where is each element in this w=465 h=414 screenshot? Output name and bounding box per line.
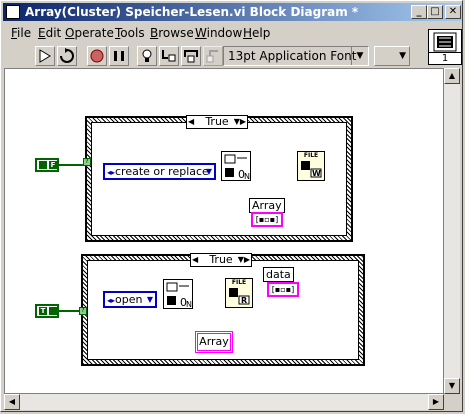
labview-app-icon bbox=[6, 5, 20, 19]
bool-constant-true-text: T bbox=[39, 307, 47, 315]
decrement-arrow-icon[interactable]: ◀ bbox=[192, 255, 199, 264]
bool-constant-true[interactable]: T bbox=[35, 304, 59, 318]
array-label-1: Array bbox=[249, 198, 285, 213]
context-help-number: 1 bbox=[429, 52, 461, 64]
vertical-scrollbar[interactable]: ▲ ▼ bbox=[444, 68, 460, 394]
enum-icon: ◂▸ bbox=[107, 296, 116, 305]
block-diagram-canvas[interactable]: F T ◀ True ▼▶ ? ◂▸ create or replace ▼ 0… bbox=[4, 68, 444, 394]
data-label: data bbox=[263, 267, 294, 282]
cluster-icon: ▪▫▪ bbox=[274, 285, 292, 294]
run-arrow-icon[interactable] bbox=[35, 46, 55, 66]
read-file-node[interactable]: FILE R bbox=[225, 278, 253, 308]
open-mode-enum-2[interactable]: ◂▸ open ▼ bbox=[103, 291, 157, 308]
menu-file[interactable]: File bbox=[11, 26, 32, 40]
minimize-button[interactable]: _ bbox=[411, 5, 427, 19]
pause-icon[interactable] bbox=[109, 46, 129, 66]
bool-constant-false-text: F bbox=[49, 161, 57, 169]
step-out-icon[interactable] bbox=[203, 46, 223, 66]
open-mode-enum-1[interactable]: ◂▸ create or replace ▼ bbox=[103, 163, 216, 180]
cluster-icon: ▪▫▪ bbox=[258, 215, 276, 224]
case-structure-2[interactable] bbox=[81, 254, 365, 366]
menu-operate[interactable]: Operate bbox=[65, 26, 114, 40]
data-indicator[interactable]: [▪▫▪] bbox=[267, 282, 299, 297]
node-r-letter: R bbox=[241, 296, 247, 305]
chevron-down-icon: ▼ bbox=[351, 47, 368, 65]
case-selector-2[interactable]: ◀ True ▼▶ bbox=[190, 253, 252, 267]
chevron-down-icon: ▼ bbox=[205, 167, 212, 176]
write-file-node[interactable]: FILE W bbox=[297, 151, 325, 181]
scroll-up-icon[interactable]: ▲ bbox=[444, 68, 460, 84]
open-mode-enum-2-value: open bbox=[115, 293, 143, 306]
node-n-letter: N bbox=[244, 172, 250, 180]
case-selector-2-label: True bbox=[209, 253, 233, 266]
file-label: FILE bbox=[231, 279, 247, 286]
abort-icon[interactable] bbox=[87, 46, 107, 66]
title-bar[interactable]: Array(Cluster) Speicher-Lesen.vi Block D… bbox=[3, 3, 462, 21]
array-control-1[interactable]: [▪▫▪] bbox=[251, 212, 283, 227]
font-select-value: 13pt Application Font bbox=[228, 49, 357, 63]
menu-window[interactable]: Window bbox=[195, 26, 243, 40]
bool-constant-false-box bbox=[39, 161, 47, 169]
highlight-execution-icon[interactable] bbox=[137, 46, 157, 66]
toolbar bbox=[3, 43, 423, 69]
bool-constant-true-box bbox=[49, 307, 57, 315]
font-select[interactable]: 13pt Application Font ▼ bbox=[223, 46, 369, 66]
step-over-icon[interactable] bbox=[181, 46, 201, 66]
menu-help[interactable]: Help bbox=[243, 26, 271, 40]
vi-icon bbox=[433, 32, 457, 52]
enum-icon: ◂▸ bbox=[107, 168, 116, 177]
write-file-icon: W bbox=[301, 161, 322, 178]
window-title: Array(Cluster) Speicher-Lesen.vi Block D… bbox=[25, 5, 359, 19]
file-label: FILE bbox=[303, 152, 319, 159]
decrement-arrow-icon[interactable]: ◀ bbox=[188, 117, 195, 126]
chevron-down-icon: ▼ bbox=[399, 51, 406, 61]
scroll-left-icon[interactable]: ◀ bbox=[4, 394, 20, 410]
read-file-icon: R bbox=[229, 288, 250, 305]
svg-text:0: 0 bbox=[180, 296, 187, 308]
maximize-button[interactable]: □ bbox=[427, 5, 443, 19]
case-selector-1-terminal[interactable]: ? bbox=[83, 158, 91, 166]
case-selector-2-terminal[interactable]: ? bbox=[79, 307, 87, 315]
align-objects-button[interactable]: ▼ bbox=[374, 46, 410, 66]
context-help-window[interactable]: 1 bbox=[428, 29, 462, 65]
node-n-letter: N bbox=[186, 300, 192, 308]
case-selector-1-label: True bbox=[205, 115, 229, 128]
increment-arrow-icon[interactable]: ▼▶ bbox=[237, 255, 250, 264]
menu-edit[interactable]: Edit bbox=[38, 26, 62, 40]
svg-text:0: 0 bbox=[238, 168, 245, 180]
horizontal-scrollbar[interactable]: ◀ ▶ bbox=[4, 394, 444, 410]
open-mode-enum-1-value: create or replace bbox=[115, 165, 209, 178]
menu-bar: File Edit Operate Tools Browse Window He… bbox=[3, 23, 423, 43]
scroll-right-icon[interactable]: ▶ bbox=[428, 394, 444, 410]
menu-browse[interactable]: Browse bbox=[150, 26, 194, 40]
increment-arrow-icon[interactable]: ▼▶ bbox=[233, 117, 246, 126]
chevron-down-icon: ▼ bbox=[146, 295, 153, 304]
close-button[interactable]: ✕ bbox=[445, 5, 461, 19]
node-w-letter: W bbox=[312, 169, 321, 178]
bool-constant-false[interactable]: F bbox=[35, 158, 59, 172]
case-selector-1[interactable]: ◀ True ▼▶ bbox=[186, 115, 248, 129]
scroll-down-icon[interactable]: ▼ bbox=[444, 378, 460, 394]
array-constant-2[interactable]: Array bbox=[195, 331, 233, 353]
step-into-icon[interactable] bbox=[159, 46, 179, 66]
menu-tools[interactable]: Tools bbox=[115, 26, 145, 40]
run-continuously-icon[interactable] bbox=[57, 46, 77, 66]
